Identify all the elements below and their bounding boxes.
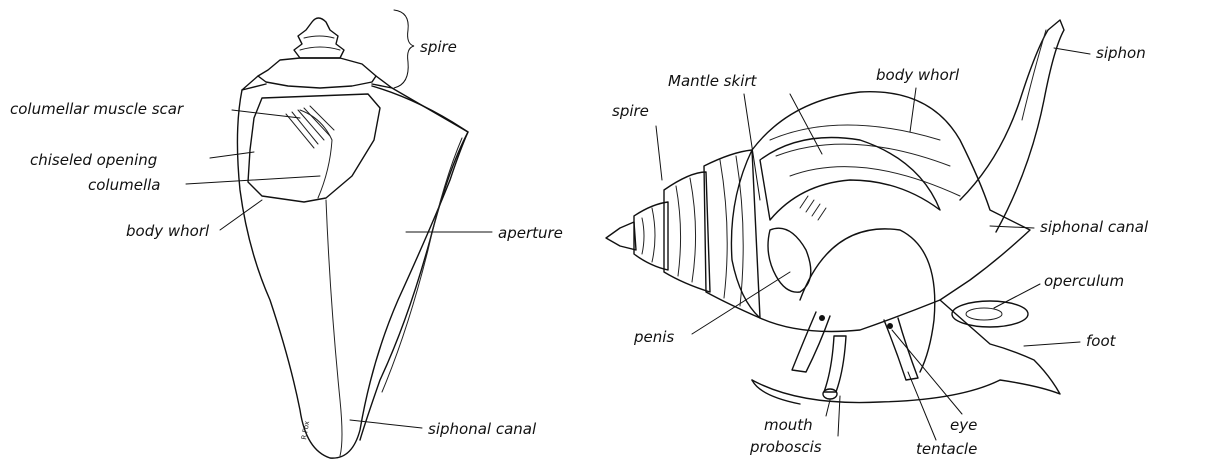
label-aperture: aperture: [498, 224, 563, 242]
animal-mantle-ridges: [800, 196, 826, 220]
animal-siphon: [960, 20, 1064, 232]
leader-body-whorl-animal: [910, 88, 916, 132]
animal-spire-whorl-2: [664, 172, 710, 292]
shell-drawing: R.Fox: [237, 18, 468, 458]
leader-penis: [692, 272, 790, 334]
label-siphonal-canal-animal: siphonal canal: [1040, 218, 1149, 236]
shell-lip-edge: [382, 138, 462, 392]
leader-siphon: [1054, 48, 1090, 54]
label-siphonal-canal-shell: siphonal canal: [428, 420, 537, 438]
animal-tentacle-left: [792, 312, 830, 372]
label-columellar-muscle-scar: columellar muscle scar: [10, 100, 184, 118]
label-proboscis: proboscis: [749, 438, 822, 456]
leader-columellar-muscle-scar: [232, 110, 300, 118]
label-spire-animal: spire: [612, 102, 649, 120]
animal-penis: [768, 228, 811, 292]
animal-eye-left: [819, 315, 825, 321]
label-mouth: mouth: [764, 416, 813, 434]
leader-chiseled-opening: [210, 152, 254, 158]
animal-body-whorl-lines: [770, 125, 960, 196]
animal-foot: [752, 300, 1060, 403]
animal-spire-whorl-1: [634, 202, 668, 270]
shell-spire-line: [300, 47, 340, 50]
animal-labels: spire Mantle skirt body whorl siphon sip…: [612, 44, 1149, 458]
leader-columella: [186, 176, 320, 184]
label-chiseled-opening: chiseled opening: [30, 151, 157, 169]
animal-spire-ribs: [642, 156, 743, 306]
animal-operculum-ring: [966, 308, 1002, 320]
animal-head: [800, 229, 935, 372]
animal-proboscis: [824, 336, 846, 392]
animal-body-whorl: [731, 92, 1030, 332]
leader-mouth: [826, 400, 830, 416]
leader-siphonal-canal-animal: [990, 226, 1034, 228]
shell-muscle-scar-hatch: [286, 106, 334, 148]
leader-foot: [1024, 342, 1080, 346]
label-penis: penis: [633, 328, 674, 346]
label-eye: eye: [950, 416, 977, 434]
shell-canal-line: [326, 200, 342, 456]
label-siphon: siphon: [1096, 44, 1146, 62]
shell-labels: spire columellar muscle scar chiseled op…: [10, 10, 563, 438]
shell-body-outline: [237, 88, 468, 458]
leader-body-whorl: [220, 200, 262, 230]
leader-spire-animal: [656, 126, 662, 180]
label-spire: spire: [420, 38, 457, 56]
shell-spire-line: [304, 36, 334, 38]
leader-tentacle: [908, 372, 936, 440]
animal-spire-tip: [606, 222, 636, 250]
shell-shoulder-whorl: [258, 58, 376, 88]
label-mantle-skirt: Mantle skirt: [668, 72, 758, 90]
animal-operculum: [952, 301, 1028, 327]
label-body-whorl-animal: body whorl: [876, 66, 960, 84]
shell-spire-apex: [294, 18, 344, 58]
label-foot: foot: [1086, 332, 1117, 350]
artist-initials: R.Fox: [300, 420, 311, 440]
spire-bracket: [394, 10, 414, 88]
label-columella: columella: [88, 176, 160, 194]
animal-mouth: [823, 389, 837, 399]
label-tentacle: tentacle: [916, 440, 977, 458]
animal-mantle-skirt: [760, 138, 940, 221]
animal-eye-right: [887, 323, 893, 329]
label-operculum: operculum: [1044, 272, 1124, 290]
label-body-whorl: body whorl: [126, 222, 210, 240]
